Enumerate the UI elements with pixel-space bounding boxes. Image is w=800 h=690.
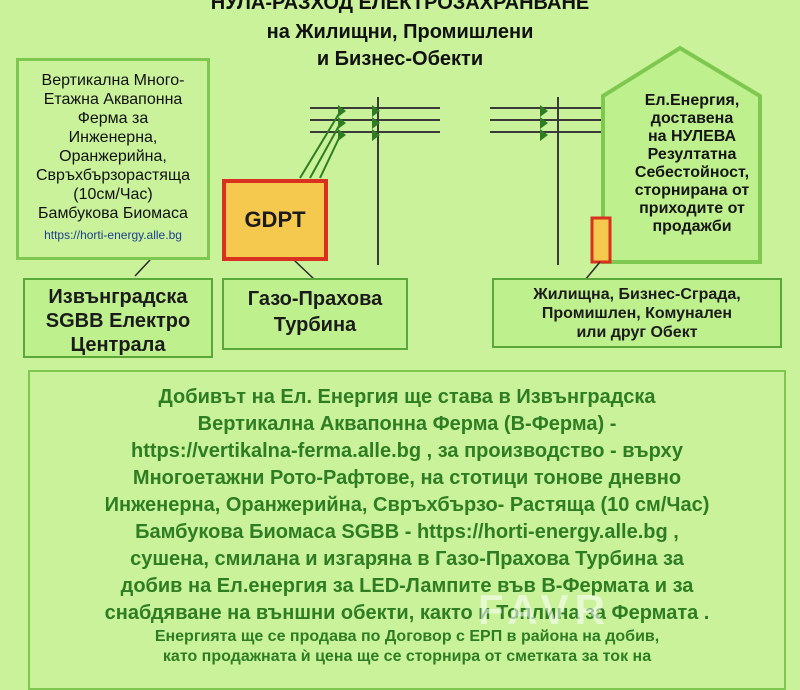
watermark: FAVR (478, 586, 611, 633)
farm-line: Етажна Аквапонна (43, 91, 183, 108)
description-line: сушена, смилана и изгаряна в Газо-Прахов… (130, 548, 684, 570)
farm-line: Инженерна, (68, 129, 158, 146)
turbine-label-line: Газо-Прахова (247, 288, 383, 310)
description-line: https://vertikalna-ferma.alle.bg , за пр… (130, 440, 684, 462)
building-label-line: или друг Обект (576, 324, 698, 341)
plant-label-line: Централа (70, 334, 166, 356)
building-label-line: Промишлен, Комунален (541, 305, 733, 322)
turbine-label-box: Газо-Прахова Турбина (222, 278, 408, 350)
house-line: доставена (650, 110, 734, 127)
title-line-3: и Бизнес-Обекти (316, 48, 484, 70)
description-line: Вертикална Аквапонна Ферма (В-Ферма) - (197, 413, 617, 435)
farm-line: (10см/Час) (73, 186, 153, 203)
plant-label-line: Извънградска (48, 286, 188, 308)
meter-box (590, 216, 612, 264)
farm-line: Оранжерийна, (59, 148, 167, 165)
house-text: Ел.Енергия, доставена на НУЛЕВА Резултат… (612, 92, 772, 236)
farm-line: Ферма за (77, 110, 149, 127)
gdpt-box: GDPT (222, 179, 328, 261)
plant-label-box: Извънградска SGBB Електро Централа (23, 278, 213, 358)
house-line: Себестойност, (634, 164, 750, 181)
turbine-label-line: Турбина (273, 314, 357, 336)
building-label-box: Жилищна, Бизнес-Сграда, Промишлен, Комун… (492, 278, 782, 348)
title-line-1: НУЛА-РАЗХОД ЕЛЕКТРОЗАХРАНВАНЕ (210, 0, 590, 14)
insulators-right (540, 105, 610, 141)
house-line: Ел.Енергия, (644, 92, 740, 109)
title-line-2: на Жилищни, Промишлени (266, 21, 534, 43)
description-box: Добивът на Ел. Енергия ще става в Извънг… (28, 370, 786, 690)
building-label-line: Жилищна, Бизнес-Сграда, (533, 286, 741, 303)
description-line: Бамбукова Биомаса SGBB - https://horti-e… (135, 521, 679, 543)
farm-line: Вертикална Много- (41, 72, 185, 89)
farm-line: Свръхбързорастяща (35, 167, 191, 184)
plant-label-line: SGBB Електро (45, 310, 191, 332)
house-line: приходите от (639, 200, 745, 217)
description-line: Многоетажни Рото-Рафтове, на стотици тон… (132, 467, 682, 489)
farm-line: Бамбукова Биомаса (38, 205, 188, 222)
house-line: продажби (652, 218, 732, 235)
house-line: на НУЛЕВА (647, 128, 737, 145)
description-line: Инженерна, Оранжерийна, Свръхбързо- Раст… (104, 494, 710, 516)
insulators-left (338, 105, 380, 141)
description-note-line: като продажната ѝ цена ще се сторнира от… (162, 648, 652, 665)
gdpt-label: GDPT (244, 207, 306, 232)
house-line: сторнирана от (634, 182, 750, 199)
farm-info-box: Вертикална Много- Етажна Аквапонна Ферма… (16, 58, 210, 260)
description-note-line: Енергията ще се продава по Договор с ЕРП… (154, 628, 660, 645)
farm-url-link[interactable]: https://horti-energy.alle.bg (44, 228, 182, 242)
description-line: снабдяване на външни обекти, както и Топ… (104, 602, 710, 624)
description-line: Добивът на Ел. Енергия ще става в Извънг… (158, 386, 656, 408)
house-line: Резултатна (647, 146, 737, 163)
description-line: добив на Ел.енергия за LED-Лампите във В… (120, 575, 694, 597)
